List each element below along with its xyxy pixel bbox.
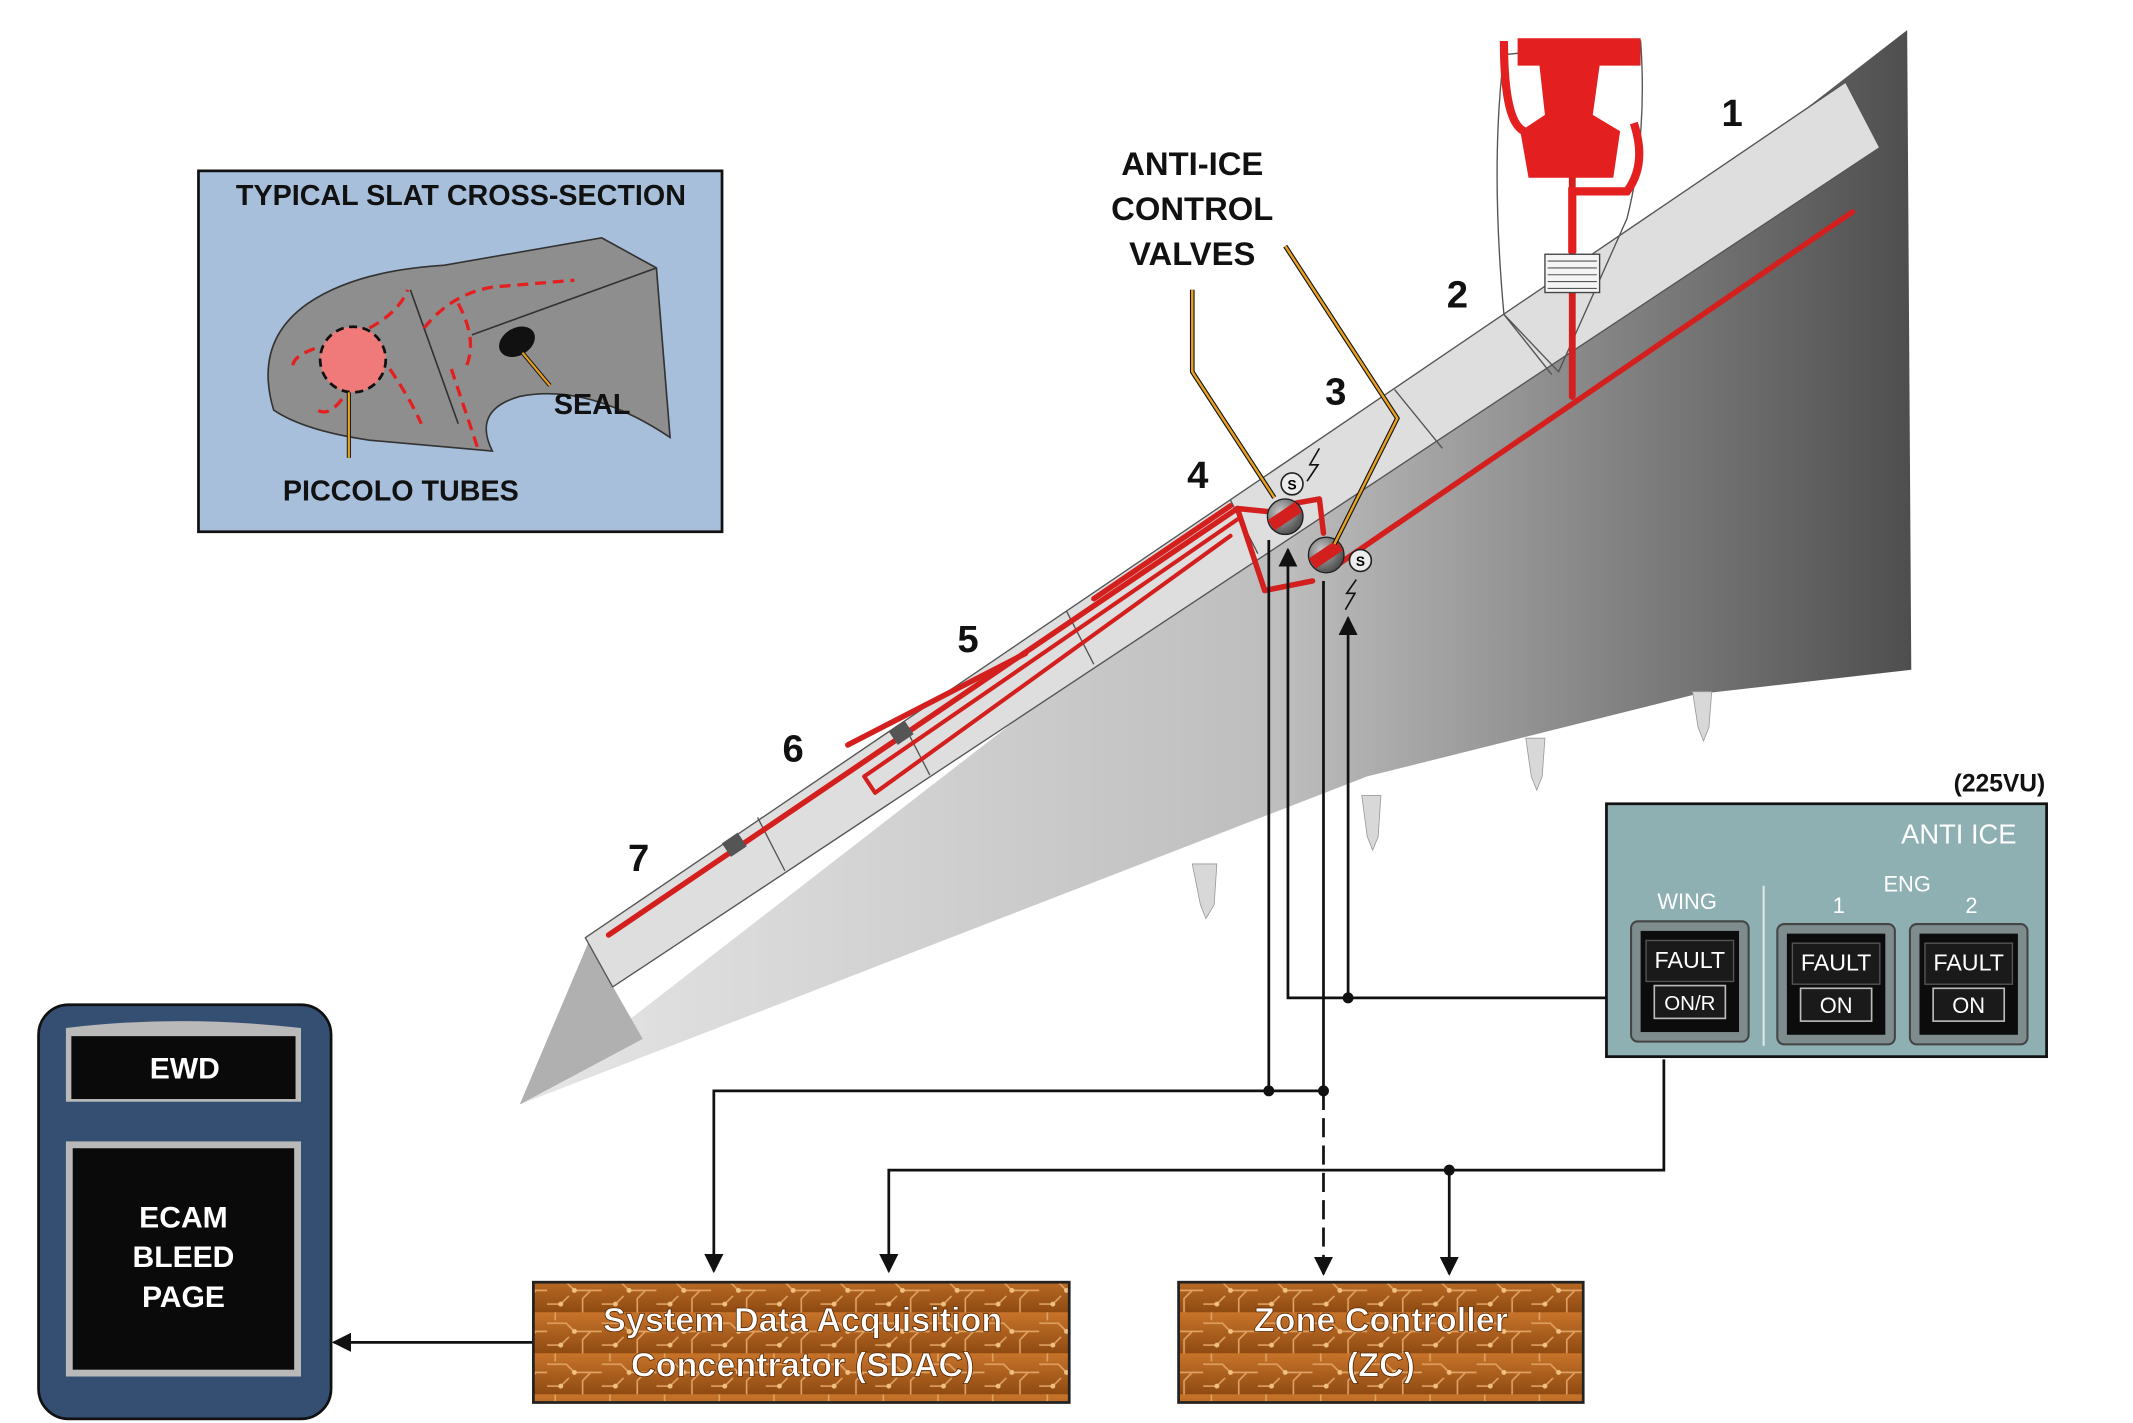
seal-label: SEAL [554,389,631,421]
panel-title: ANTI ICE [1901,818,2016,849]
slat-number-5: 5 [957,618,978,661]
engine-bleed-icon [1499,38,1644,294]
wing-label: WING [1657,889,1717,914]
slat-number-6: 6 [782,727,803,770]
slats [584,81,1881,988]
eng1-fault-light: FAULT [1801,950,1872,976]
sdac-line-1: System Data Acquisition [603,1301,1002,1339]
svg-text:ANTI-ICE: ANTI-ICE [1121,145,1263,182]
svg-text:S: S [1287,477,1296,492]
ecam-page-line-1: ECAM [139,1202,228,1235]
slat-number-1: 1 [1722,92,1743,135]
zc-line-2: (ZC) [1347,1347,1415,1385]
ecam-page-line-2: BLEED [133,1241,235,1274]
eng1-on-light: ON [1820,993,1853,1018]
sdac-line-2: Concentrator (SDAC) [631,1347,974,1385]
wing-fault-light: FAULT [1655,947,1726,973]
lightning-icon [1306,447,1321,482]
zc-line-1: Zone Controller [1254,1301,1508,1339]
eng2-label: 2 [1965,893,1977,918]
piccolo-tubes-label: PICCOLO TUBES [283,475,519,507]
svg-text:CONTROL: CONTROL [1111,190,1273,227]
slat-numbers: 1 2 3 4 5 6 7 [628,92,1743,880]
slat-number-3: 3 [1325,371,1346,414]
duct-joint [888,720,914,745]
slat-number-2: 2 [1447,274,1468,317]
svg-text:S: S [1356,554,1365,569]
anti-ice-control-valve-1 [1266,498,1304,536]
inset-title: TYPICAL SLAT CROSS-SECTION [236,180,686,212]
slat-cross-section-inset: TYPICAL SLAT CROSS-SECTION SEAL PICCOLO … [197,169,724,534]
solenoid-icon: S [1348,548,1373,573]
eng2-anti-ice-pushbutton[interactable]: FAULT ON [1908,923,2029,1046]
duct-joint [721,832,747,857]
lightning-icon [1344,579,1357,611]
ecam-page-line-3: PAGE [142,1281,225,1314]
eng-label: ENG [1883,871,1930,896]
sdac-box: System Data Acquisition Concentrator (SD… [532,1280,1071,1404]
wing-anti-ice-pushbutton[interactable]: FAULT ON/R [1630,920,1750,1043]
wing-on-light: ON/R [1664,992,1715,1015]
solenoid-icon: S [1280,472,1304,496]
anti-ice-control-valve-2 [1307,536,1345,574]
slat-number-7: 7 [628,837,649,880]
seal-icon [499,326,535,357]
piccolo-tube-icon [320,326,386,393]
eng1-label: 1 [1833,893,1845,918]
svg-text:VALVES: VALVES [1129,235,1255,272]
signal-wiring [331,539,1666,1352]
eng1-anti-ice-pushbutton[interactable]: FAULT ON [1776,923,1896,1046]
eng2-on-light: ON [1952,993,1985,1018]
ecam-display-unit: EWD ECAM BLEED PAGE [37,1003,333,1421]
valves-label: ANTI-ICE CONTROL VALVES [1111,145,1273,272]
eng2-fault-light: FAULT [1933,950,2004,976]
valve-leader-lines [1189,244,1400,546]
zone-controller-box: Zone Controller (ZC) [1177,1280,1585,1404]
slat-number-4: 4 [1187,454,1209,497]
engine-pylon-outline [1496,40,1643,374]
panel-ref: (225VU) [1954,770,2046,797]
ewd-label: EWD [150,1053,220,1086]
wire-junctions [1263,992,1455,1176]
